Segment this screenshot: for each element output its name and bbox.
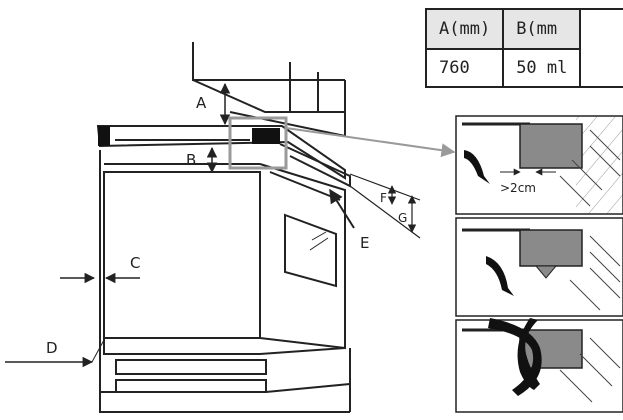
label-f: F [380,191,387,205]
table-cell-b: 50 ml [503,49,582,86]
dimension-f-g [349,173,421,239]
detail-highlight-box [228,116,288,170]
label-d: D [46,339,58,357]
label-g: G [398,211,407,225]
label-b: B [186,151,196,169]
detail-wall-hatch-top [559,129,621,207]
label-gap: >2cm [500,181,536,195]
dimension-b: B [186,146,218,174]
leader-e: E [329,188,369,252]
table-cell-a: 760 [427,49,505,86]
cooker-hood [192,42,346,137]
cooker-body [96,125,351,413]
dimension-d: D [5,339,105,368]
table-row: 760 50 ml [427,49,582,86]
detail-pointer [285,127,456,158]
dimension-c: C [60,254,140,284]
detail-panel-bottom [455,318,623,413]
label-e: E [360,234,369,252]
label-a: A [196,94,207,112]
dimension-a: A [196,82,231,126]
label-c: C [130,254,140,272]
detail-panel-middle [455,217,623,317]
detail-panel-top: >2cm [455,115,623,215]
dimension-table: A(mm) B(mm 760 50 ml [425,8,623,88]
table-header-a: A(mm) [427,10,505,50]
table-header-row: A(mm) B(mm [427,10,582,50]
table-header-b: B(mm [503,10,582,50]
